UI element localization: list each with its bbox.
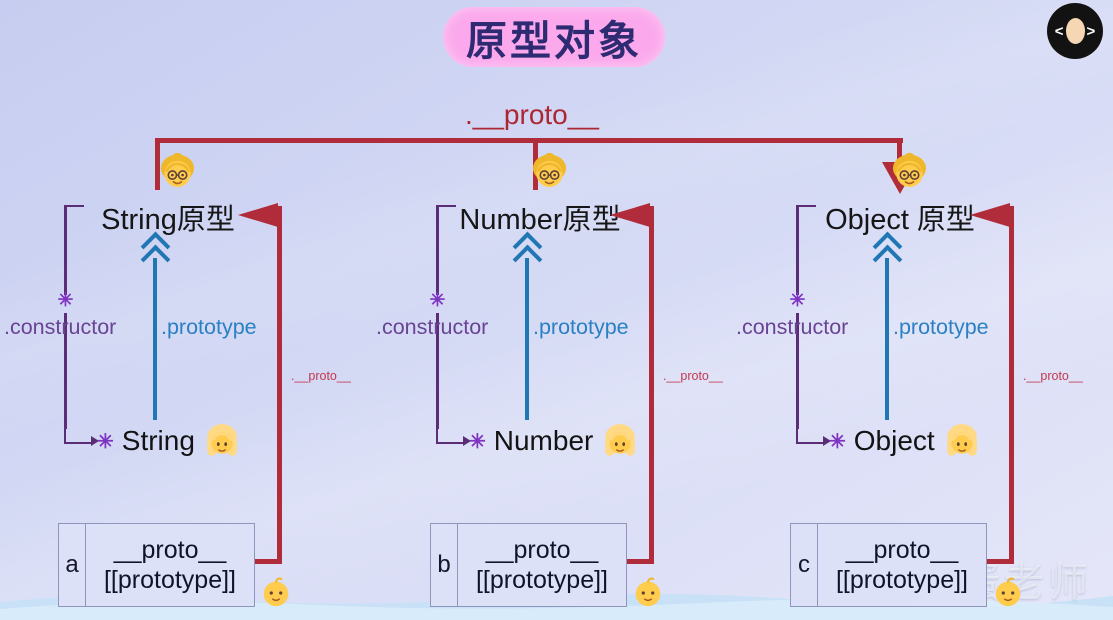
- proto-edge-line: [626, 559, 652, 564]
- instance-slots: __proto__ [[prototype]]: [86, 524, 254, 606]
- older-woman-icon: [892, 151, 927, 188]
- constructor-function-row: ✳ Number: [469, 422, 639, 460]
- slot-proto: __proto__: [845, 535, 959, 564]
- constructor-name: Number: [493, 425, 594, 456]
- egg-icon: [1065, 18, 1085, 44]
- instance-variable: b: [431, 524, 458, 606]
- top-connector-line: [155, 138, 903, 143]
- prototype-title: Object 原型: [825, 204, 975, 236]
- proto-edge-line: [1009, 206, 1014, 564]
- left-arrowhead-icon: [238, 203, 278, 227]
- older-woman-icon: [532, 151, 567, 188]
- egg-code-logo-icon: < >: [1047, 3, 1103, 59]
- prototype-title: String原型: [101, 204, 235, 236]
- instance-slots: __proto__ [[prototype]]: [458, 524, 626, 606]
- baby-icon: [994, 577, 1022, 608]
- instance-table: b __proto__ [[prototype]]: [430, 523, 627, 607]
- prototype-title: Number原型: [459, 204, 621, 236]
- instance-table: c __proto__ [[prototype]]: [790, 523, 987, 607]
- asterisk-marker: ✳: [469, 430, 486, 453]
- asterisk-marker: ✳: [97, 430, 114, 453]
- constructor-line: [436, 205, 439, 295]
- instance-slots: __proto__ [[prototype]]: [818, 524, 986, 606]
- constructor-line: [796, 313, 799, 429]
- column-object: Object 原型 ✳ .constructor .prototype ✳ Ob…: [732, 0, 1083, 620]
- asterisk-marker: ✳: [429, 290, 446, 311]
- baby-icon: [262, 577, 290, 608]
- logo-right-bracket: >: [1086, 22, 1096, 40]
- baby-icon: [634, 577, 662, 608]
- asterisk-marker: ✳: [57, 290, 74, 311]
- constructor-label: .constructor: [4, 315, 117, 339]
- constructor-line-corner: [64, 429, 94, 444]
- constructor-label: .constructor: [736, 315, 849, 339]
- instance-table: a __proto__ [[prototype]]: [58, 523, 255, 607]
- left-arrowhead-icon: [970, 203, 1010, 227]
- prototype-label: .prototype: [533, 315, 629, 339]
- page-title-text: 原型对象: [466, 18, 642, 64]
- woman-icon: [604, 423, 636, 457]
- slot-prototype: [[prototype]]: [103, 566, 237, 594]
- slot-proto: __proto__: [113, 535, 227, 564]
- older-woman-icon: [160, 151, 195, 188]
- constructor-line-bracket: [436, 205, 456, 216]
- constructor-function-row: ✳ Object: [829, 422, 981, 460]
- proto-edge-line: [986, 559, 1012, 564]
- top-connector-drop-string: [155, 138, 160, 190]
- logo-left-bracket: <: [1054, 22, 1064, 40]
- asterisk-marker: ✳: [829, 430, 846, 453]
- constructor-line-bracket: [64, 205, 84, 216]
- column-string: String原型 ✳ .constructor .prototype ✳ Str…: [0, 0, 351, 620]
- prototype-label: .prototype: [893, 315, 989, 339]
- constructor-line-corner: [436, 429, 466, 444]
- right-arrowhead-icon: [463, 436, 471, 446]
- right-arrowhead-icon: [91, 436, 99, 446]
- constructor-label: .constructor: [376, 315, 489, 339]
- slot-prototype: [[prototype]]: [835, 566, 969, 594]
- instance-variable: c: [791, 524, 818, 606]
- proto-edge-label: .__proto__: [663, 369, 723, 383]
- constructor-name: Object: [853, 425, 935, 456]
- top-proto-label: .__proto__: [465, 99, 599, 130]
- slot-proto: __proto__: [485, 535, 599, 564]
- prototype-arrow-line: [525, 258, 529, 420]
- constructor-line-corner: [796, 429, 826, 444]
- proto-edge-line: [649, 206, 654, 564]
- proto-edge-label: .__proto__: [1023, 369, 1083, 383]
- prototype-label: .prototype: [161, 315, 257, 339]
- top-connector-drop-object: [897, 138, 902, 166]
- instance-variable: a: [59, 524, 86, 606]
- slot-prototype: [[prototype]]: [475, 566, 609, 594]
- page-title: 原型对象: [443, 7, 665, 67]
- left-arrowhead-icon: [610, 203, 650, 227]
- constructor-line: [436, 313, 439, 429]
- prototype-arrow-line: [153, 258, 157, 420]
- prototype-arrow-line: [885, 258, 889, 420]
- constructor-function-row: ✳ String: [97, 422, 241, 460]
- proto-edge-line: [277, 206, 282, 564]
- right-arrowhead-icon: [823, 436, 831, 446]
- woman-icon: [946, 423, 978, 457]
- constructor-name: String: [121, 425, 195, 456]
- proto-edge-line: [254, 559, 280, 564]
- constructor-line-bracket: [796, 205, 816, 216]
- column-number: Number原型 ✳ .constructor .prototype ✳ Num…: [372, 0, 723, 620]
- constructor-line: [64, 205, 67, 295]
- constructor-line: [796, 205, 799, 295]
- proto-edge-label: .__proto__: [291, 369, 351, 383]
- woman-icon: [206, 423, 238, 457]
- asterisk-marker: ✳: [789, 290, 806, 311]
- constructor-line: [64, 313, 67, 429]
